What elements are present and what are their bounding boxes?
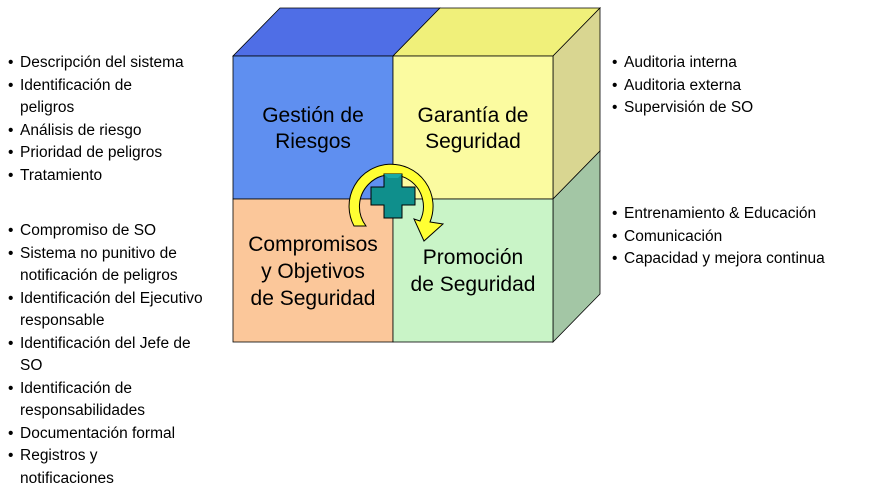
list-item: Comunicación xyxy=(612,226,825,249)
promotion-list: Entrenamiento & Educación Comunicación C… xyxy=(612,203,825,271)
quadrant-label: de Seguridad xyxy=(251,287,376,310)
commitments-list: Compromiso de SO Sistema no punitivo de … xyxy=(8,220,218,490)
circular-arrow-icon xyxy=(348,163,445,242)
list-item: Tratamiento xyxy=(8,165,228,188)
list-item: Registros y notificaciones xyxy=(8,445,160,490)
list-item: Documentación formal xyxy=(8,423,218,446)
list-item: Auditoria externa xyxy=(612,75,753,98)
assurance-list: Auditoria interna Auditoria externa Supe… xyxy=(612,52,753,120)
quadrant-label: Gestión de xyxy=(262,104,364,127)
list-item: Sistema no punitivo de notificación de p… xyxy=(8,243,232,288)
quadrant-label: Compromisos xyxy=(248,233,378,256)
list-item: Identificación de responsabilidades xyxy=(8,378,200,423)
list-item: Entrenamiento & Educación xyxy=(612,203,825,226)
quadrant-label: Riesgos xyxy=(275,130,351,153)
list-item: Capacidad y mejora continua xyxy=(612,248,825,271)
list-item: Auditoria interna xyxy=(612,52,753,75)
list-item: Descripción del sistema xyxy=(8,52,228,75)
medical-cross-icon xyxy=(370,173,416,219)
list-item: Identificación del Ejecutivo responsable xyxy=(8,288,220,333)
quadrant-commitments xyxy=(232,198,394,343)
quadrant-label: y Objetivos xyxy=(261,260,365,283)
list-item: Supervisión de SO xyxy=(612,97,753,120)
risk-management-list: Descripción del sistema Identificación d… xyxy=(8,52,228,187)
quadrant-label: de Seguridad xyxy=(411,273,536,296)
list-item: Compromiso de SO xyxy=(8,220,218,243)
quadrant-label: Seguridad xyxy=(425,130,521,153)
quadrant-label: Garantía de xyxy=(418,104,529,127)
list-item: Identificación de peligros xyxy=(8,75,180,120)
list-item: Prioridad de peligros xyxy=(8,142,228,165)
quadrant-label: Promoción xyxy=(423,246,523,269)
list-item: Identificación del Jefe de SO xyxy=(8,333,195,378)
list-item: Análisis de riesgo xyxy=(8,120,228,143)
